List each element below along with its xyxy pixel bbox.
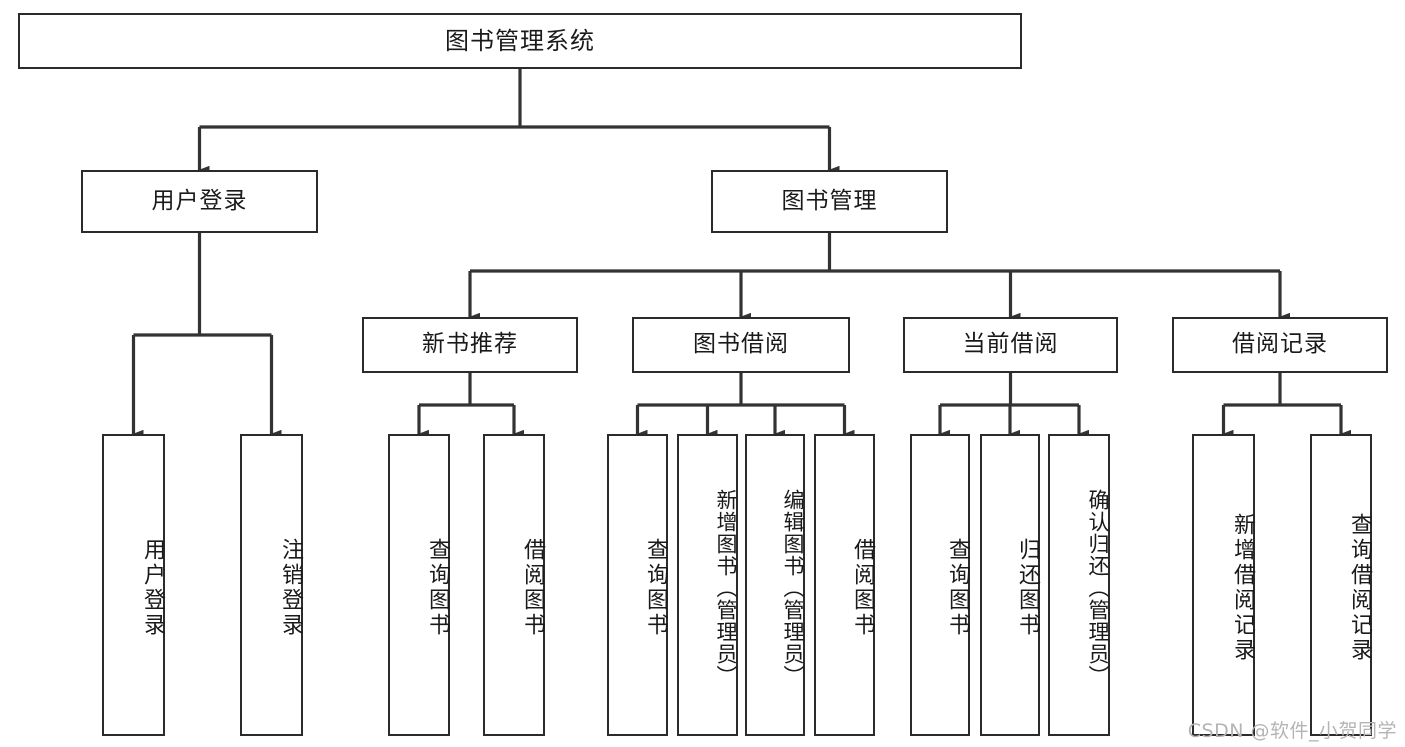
- node-leaf-edit-book[interactable]: 编辑图书（管理员）: [745, 434, 805, 736]
- node-leaf-return-book[interactable]: 归还图书: [980, 434, 1040, 736]
- node-root[interactable]: 图书管理系统: [18, 13, 1022, 69]
- node-label: 查询图书: [945, 538, 970, 638]
- node-leaf-query-book-1[interactable]: 查询图书: [388, 434, 450, 736]
- edge-group: [131, 69, 1351, 439]
- node-leaf-confirm-return[interactable]: 确认归还（管理员）: [1048, 434, 1110, 736]
- node-label: 归还图书: [1015, 538, 1040, 638]
- node-book-borrow[interactable]: 图书借阅: [632, 317, 850, 373]
- node-label: 查询图书: [425, 538, 450, 638]
- node-label: 借阅图书: [850, 538, 875, 638]
- node-leaf-query-book-3[interactable]: 查询图书: [910, 434, 970, 736]
- node-label: 用户登录: [140, 538, 165, 638]
- node-label: 当前借阅: [962, 331, 1059, 358]
- node-label: 新增图书（管理员）: [714, 489, 738, 687]
- node-label: 借阅图书: [520, 538, 545, 638]
- node-leaf-borrow-book-1[interactable]: 借阅图书: [483, 434, 545, 736]
- node-leaf-borrow-book-2[interactable]: 借阅图书: [814, 434, 875, 736]
- node-leaf-add-record[interactable]: 新增借阅记录: [1192, 434, 1255, 736]
- node-leaf-user-login[interactable]: 用户登录: [102, 434, 165, 736]
- node-label: 用户登录: [151, 187, 248, 214]
- node-leaf-logout[interactable]: 注销登录: [240, 434, 303, 736]
- node-new-book-recommend[interactable]: 新书推荐: [362, 317, 578, 373]
- node-label: 注销登录: [278, 538, 303, 638]
- node-label: 编辑图书（管理员）: [781, 489, 805, 687]
- node-leaf-query-book-2[interactable]: 查询图书: [607, 434, 668, 736]
- node-borrow-record[interactable]: 借阅记录: [1172, 317, 1388, 373]
- node-label: 查询图书: [643, 538, 668, 638]
- node-leaf-add-book[interactable]: 新增图书（管理员）: [677, 434, 738, 736]
- node-current-borrow[interactable]: 当前借阅: [903, 317, 1118, 373]
- node-label: 查询借阅记录: [1347, 513, 1372, 663]
- node-label: 图书借阅: [693, 331, 789, 358]
- node-label: 图书管理: [781, 187, 878, 214]
- csdn-watermark: CSDN @软件_小贺同学: [1187, 720, 1397, 742]
- node-user-login[interactable]: 用户登录: [81, 170, 318, 233]
- node-label: 新增借阅记录: [1230, 513, 1255, 663]
- node-label: 确认归还（管理员）: [1086, 489, 1110, 687]
- node-label: 图书管理系统: [445, 26, 595, 55]
- node-book-manage[interactable]: 图书管理: [711, 170, 948, 233]
- node-leaf-query-record[interactable]: 查询借阅记录: [1310, 434, 1372, 736]
- node-label: 新书推荐: [422, 331, 518, 358]
- node-label: 借阅记录: [1232, 331, 1328, 358]
